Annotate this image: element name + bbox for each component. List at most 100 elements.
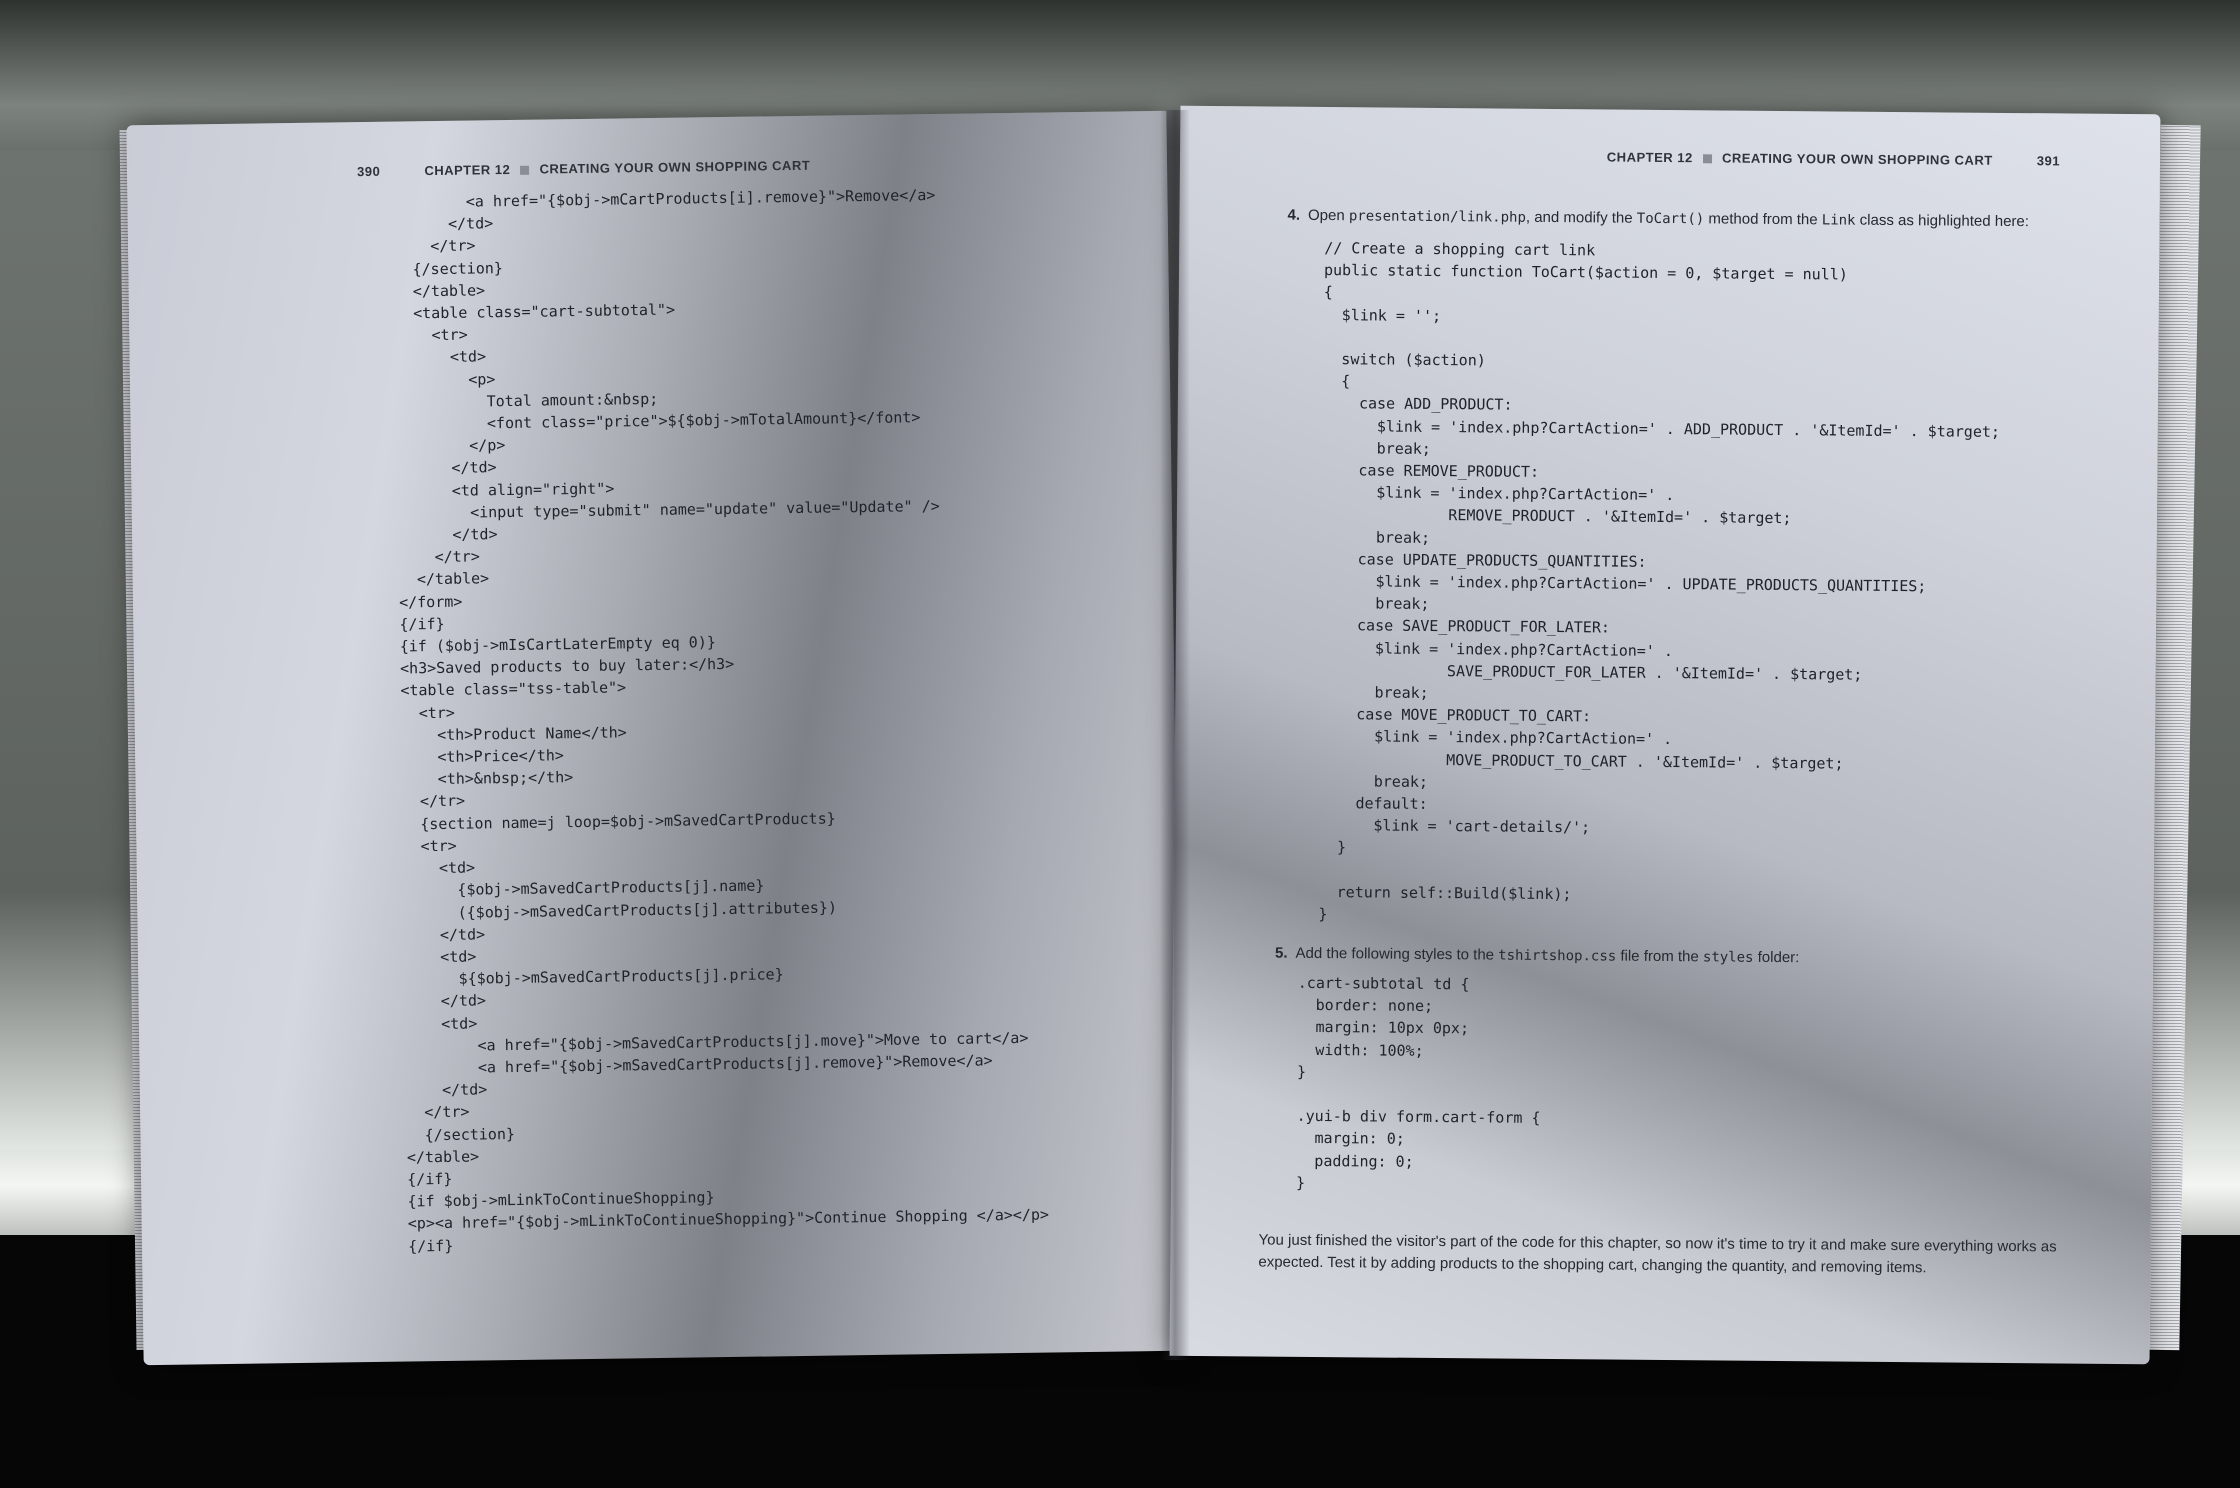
code-line: public static function ToCart($action = …	[1323, 261, 1848, 284]
code-line: {	[1323, 283, 1333, 302]
code-line: <font class="price">${$obj->mTotalAmount…	[378, 408, 921, 434]
step-4-method: ToCart()	[1636, 210, 1705, 228]
code-line: $link = 'index.php?CartAction=' .	[1319, 727, 1673, 749]
css-code-listing: .cart-subtotal td { border: none; margin…	[1296, 972, 1542, 1196]
code-line: break;	[1322, 438, 1431, 458]
right-page: CHAPTER 12 CREATING YOUR OWN SHOPPING CA…	[1169, 105, 2161, 1365]
code-line: }	[1296, 1173, 1306, 1192]
code-line: default:	[1319, 794, 1428, 814]
code-line: <table class="tss-table">	[382, 678, 627, 701]
code-line: $link = 'index.php?CartAction=' . UPDATE…	[1321, 572, 1927, 596]
step-5-instruction: 5. Add the following styles to the tshirt…	[1275, 945, 2155, 970]
code-line: padding: 0;	[1296, 1151, 1414, 1171]
code-line: }	[1296, 1062, 1307, 1081]
step-4-instruction: 4. Open presentation/link.php, and modify…	[1287, 207, 2167, 232]
code-line: }	[1318, 838, 1347, 857]
code-line: $link = '';	[1323, 305, 1442, 325]
step-4-text-d: class as highlighted here:	[1855, 211, 2030, 231]
code-line: {/if}	[381, 614, 445, 634]
code-line: <p><a href="{$obj->mLinkToContinueShoppi…	[389, 1205, 1050, 1234]
code-line: </td>	[375, 214, 494, 235]
code-line: <td>	[385, 947, 477, 967]
code-line: $link = 'index.php?CartAction=' .	[1320, 638, 1674, 660]
code-line: {/section}	[388, 1124, 516, 1145]
code-line: </td>	[380, 525, 498, 545]
code-line: <a href="{$obj->mCartProducts[i].remove}…	[375, 186, 936, 212]
code-line: $link = 'index.php?CartAction=' .	[1322, 483, 1675, 505]
code-line: switch ($action)	[1323, 350, 1486, 370]
code-line: <tr>	[377, 325, 468, 346]
code-line: <td>	[377, 347, 487, 368]
left-chapter-label: CHAPTER 12	[424, 161, 511, 179]
code-line: {/section}	[376, 258, 503, 279]
code-line: break;	[1319, 771, 1429, 791]
code-line: <td align="right">	[379, 479, 615, 501]
code-line: .yui-b div form.cart-form {	[1296, 1107, 1541, 1128]
code-line: break;	[1321, 527, 1431, 547]
step-4-text-a: Open	[1307, 206, 1349, 225]
header-square-icon	[1702, 154, 1712, 164]
step-5-number: 5.	[1275, 944, 1288, 962]
code-line: </form>	[380, 592, 463, 612]
right-chapter-title: CREATING YOUR OWN SHOPPING CART	[1721, 150, 1993, 168]
right-running-header: CHAPTER 12 CREATING YOUR OWN SHOPPING CA…	[1607, 149, 2060, 168]
step-5-folder: styles	[1702, 949, 1754, 966]
code-line: <p>	[377, 369, 496, 390]
header-square-icon	[520, 165, 530, 175]
code-line: <th>Product Name</th>	[382, 723, 627, 745]
code-line: case UPDATE_PRODUCTS_QUANTITIES:	[1321, 549, 1647, 571]
left-running-header: 390 CHAPTER 12 CREATING YOUR OWN SHOPPIN…	[357, 158, 810, 179]
step-4-file: presentation/link.php	[1348, 208, 1526, 226]
code-line: </tr>	[380, 547, 480, 568]
step-4-number: 4.	[1287, 206, 1301, 224]
code-line: REMOVE_PRODUCT . '&ItemId=' . $target;	[1321, 505, 1792, 528]
code-line: ({$obj->mSavedCartProducts[j].attributes…	[385, 897, 838, 923]
step-5-text-a: Add the following styles to the	[1295, 944, 1499, 964]
code-line: case ADD_PRODUCT:	[1322, 394, 1513, 415]
closing-paragraph: You just finished the visitor's part of …	[1258, 1231, 2057, 1277]
code-line: <th>Price</th>	[383, 746, 564, 767]
left-page: 390 CHAPTER 12 CREATING YOUR OWN SHOPPIN…	[126, 110, 1184, 1366]
step-5-file: tshirtshop.css	[1498, 947, 1617, 965]
code-line: case REMOVE_PRODUCT:	[1322, 461, 1540, 481]
code-line: case SAVE_PRODUCT_FOR_LATER:	[1320, 616, 1610, 637]
code-line: ${$obj->mSavedCartProducts[j].price}	[386, 965, 784, 989]
code-line: </td>	[385, 925, 486, 945]
book-gutter	[1160, 110, 1190, 1360]
step-4-class: Link	[1821, 212, 1856, 229]
code-line: {/if}	[389, 1236, 454, 1256]
code-line: <th>&nbsp;</th>	[383, 768, 574, 790]
code-line: {	[1322, 372, 1351, 391]
code-line: <tr>	[384, 836, 457, 856]
left-code-listing: <a href="{$obj->mCartProducts[i].remove}…	[375, 183, 1049, 1258]
code-line: </p>	[378, 436, 506, 457]
code-line: </table>	[376, 281, 486, 301]
code-line: {if ($obj->mIsCartLaterEmpty eq 0)}	[381, 633, 716, 656]
code-line: {section name=j loop=$obj->mSavedCartPro…	[384, 809, 836, 834]
code-line: </td>	[386, 991, 487, 1012]
code-line: break;	[1320, 683, 1429, 702]
code-line: </table>	[380, 569, 490, 590]
code-line: {/if}	[389, 1169, 453, 1189]
code-line: </table>	[388, 1147, 480, 1167]
step-4-text-b: , and modify the	[1525, 208, 1637, 227]
code-line: }	[1318, 905, 1328, 924]
code-line: </tr>	[383, 792, 466, 812]
code-line: // Create a shopping cart link	[1324, 239, 1596, 260]
code-line: <input type="submit" name="update" value…	[379, 496, 940, 523]
code-line: Total amount:&nbsp;	[378, 389, 659, 412]
code-line: <h3>Saved products to buy later:</h3>	[381, 655, 735, 679]
code-line: <table class="cart-subtotal">	[376, 300, 676, 323]
code-line: $link = 'index.php?CartAction=' . ADD_PR…	[1322, 416, 2001, 441]
code-line: margin: 0;	[1296, 1129, 1405, 1149]
code-line: </tr>	[388, 1102, 470, 1123]
step-5-text-b: file from the	[1616, 947, 1703, 966]
php-code-listing: // Create a shopping cart link public st…	[1318, 237, 2001, 931]
right-page-number: 391	[2036, 153, 2061, 169]
left-chapter-title: CREATING YOUR OWN SHOPPING CART	[539, 157, 811, 177]
code-line: .cart-subtotal td {	[1297, 973, 1470, 994]
code-line: $link = 'cart-details/';	[1319, 816, 1591, 837]
code-line: return self::Build($link);	[1318, 882, 1572, 904]
step-4-text-c: method from the	[1704, 210, 1822, 229]
code-line: <td>	[386, 1014, 478, 1034]
